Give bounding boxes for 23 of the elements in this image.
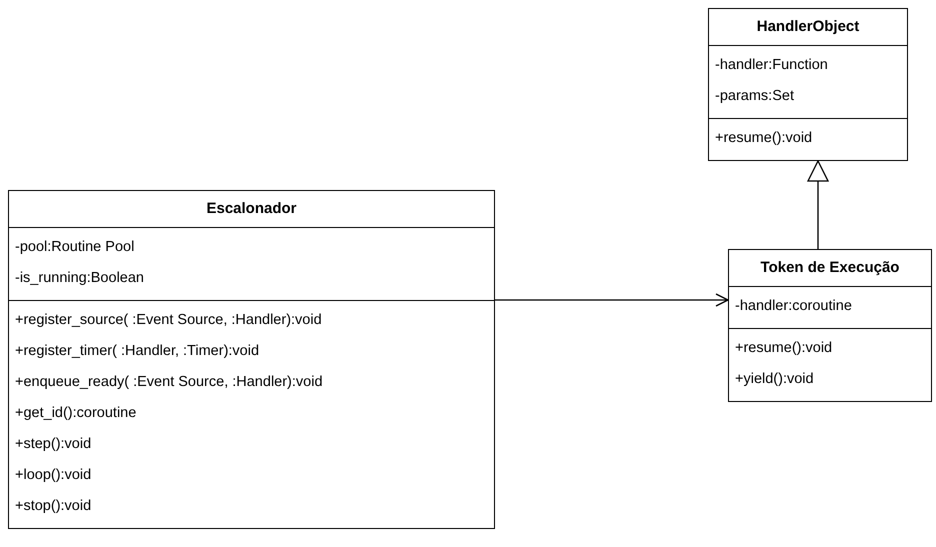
method-text: +yield():void [735, 370, 815, 389]
class-box [708, 8, 908, 161]
class-box [8, 190, 495, 529]
method-text: +register_source( :Event Source, :Handler):void [15, 311, 323, 330]
method-text: +loop():void [15, 466, 92, 485]
attribute-text: -params:Set [715, 87, 795, 106]
generalization-arrow [807, 160, 829, 249]
method-text: +resume():void [735, 339, 834, 358]
association-arrow [495, 293, 729, 307]
class-name: Token de Execução [760, 259, 900, 277]
attribute-text: -pool:Routine Pool [15, 238, 136, 257]
method-text: +enqueue_ready( :Event Source, :Handler):void [15, 373, 324, 392]
method-text: +step():void [15, 435, 92, 454]
attribute-text: -handler:Function [715, 56, 829, 75]
class-name: HandlerObject [756, 18, 860, 36]
method-text: +get_id():coroutine [15, 404, 138, 423]
attribute-text: -handler:coroutine [735, 297, 853, 316]
attribute-text: -is_running:Boolean [15, 269, 145, 288]
method-text: +register_timer( :Handler, :Timer):void [15, 342, 260, 361]
method-text: +stop():void [15, 497, 92, 516]
class-name: Escalonador [206, 200, 297, 218]
method-text: +resume():void [715, 129, 814, 148]
class-box [728, 249, 932, 402]
